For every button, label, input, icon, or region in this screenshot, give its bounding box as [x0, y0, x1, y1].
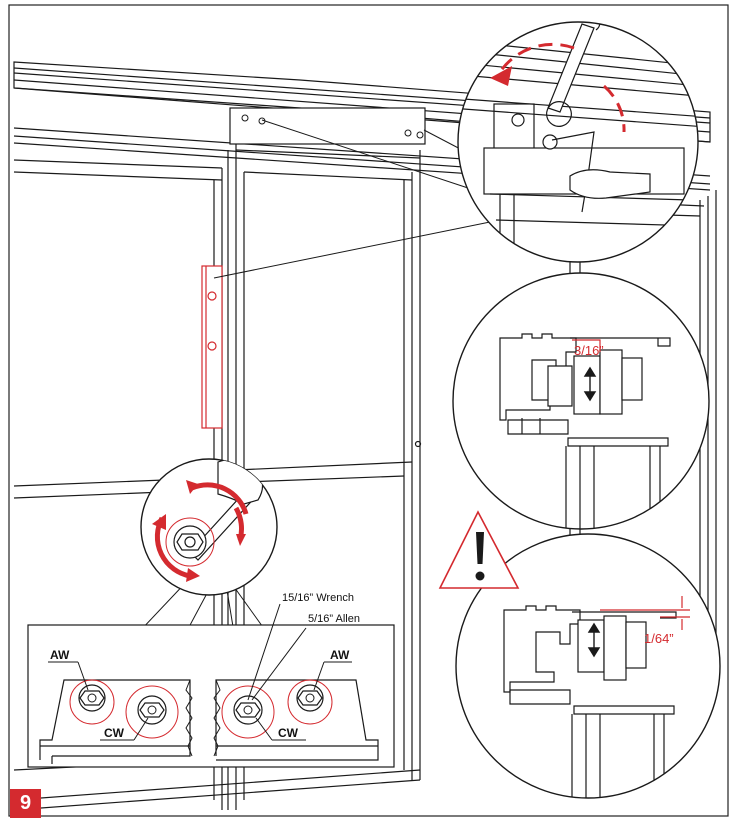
detail-circle-wrench [140, 458, 278, 596]
adjustment-wheel-aw-left [69, 679, 115, 725]
spirit-level [201, 265, 223, 429]
roller-bracket-panel [27, 603, 395, 768]
warning-triangle-icon [438, 510, 520, 589]
up-down-arrow-icon [587, 622, 601, 658]
gap-measurement-warning: 1/64” [644, 631, 674, 646]
adjustment-wheel-aw-right [287, 679, 333, 725]
leader-lines [87, 119, 491, 707]
detail-circle-correct-gap: 3/16” [452, 272, 710, 530]
label-cw-left: CW [104, 726, 125, 740]
label-aw-right: AW [330, 648, 350, 662]
track-screws [241, 114, 424, 139]
label-aw-left: AW [50, 648, 70, 662]
callout-wrench: 15/16” Wrench [282, 592, 354, 604]
adjustment-wheel-cw-right [221, 685, 275, 739]
callout-allen: 5/16” Allen [308, 613, 360, 625]
label-cw-right: CW [278, 726, 299, 740]
adjustment-wheel-cw-left [125, 685, 179, 739]
up-down-arrow-icon [583, 366, 597, 402]
rotation-arrow-icon [498, 42, 626, 133]
detail-circle-warning-gap: 1/64” [455, 533, 721, 799]
step-number-badge: 9 [10, 789, 41, 818]
gap-measurement-correct: 3/16” [574, 343, 604, 358]
page-frame [8, 4, 729, 817]
gap-indicator-correct [572, 339, 601, 352]
gap-indicator-warning [600, 596, 690, 630]
detail-circle-top [457, 21, 699, 263]
